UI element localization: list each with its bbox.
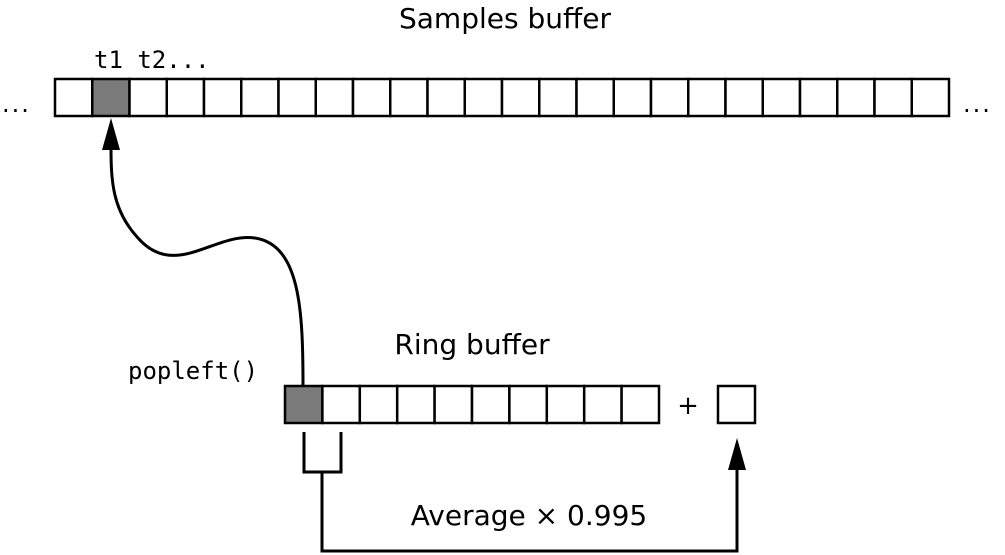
ring-buffer-cell-9 <box>582 384 623 425</box>
samples-buffer-cell-3 <box>128 77 168 118</box>
popleft-label: popleft() <box>128 357 258 385</box>
time-labels: t1 t2... <box>94 46 210 74</box>
popleft-arrow-curve <box>109 145 305 387</box>
samples-buffer-cell-21 <box>798 77 839 118</box>
average-arrowhead <box>728 438 746 470</box>
samples-buffer-cell-17 <box>649 77 690 118</box>
samples-buffer-cell-11 <box>426 77 466 118</box>
samples-buffer-title: Samples buffer <box>399 2 612 35</box>
samples-buffer-cell-10 <box>389 77 429 118</box>
samples-buffer-cell-4 <box>165 77 206 118</box>
samples-buffer-cell-1 <box>53 77 94 118</box>
samples-buffer-cell-14 <box>538 77 578 118</box>
samples-buffer-cell-8 <box>314 77 355 118</box>
ring-buffer-cell-8 <box>545 384 586 425</box>
plus-sign: + <box>677 391 699 421</box>
samples-buffer-cell-23 <box>873 77 913 118</box>
ring-buffer-cell-4 <box>395 384 436 425</box>
samples-buffer-cell-20 <box>761 77 802 118</box>
samples-buffer-cell-12 <box>463 77 504 118</box>
samples-buffer-cell-2 <box>91 77 131 118</box>
samples-buffer-cell-7 <box>277 77 317 118</box>
ring-buffer-cell-5 <box>433 384 474 425</box>
samples-ellipsis-left: ... <box>2 90 31 118</box>
ring-buffer-cell-10 <box>620 384 661 425</box>
average-label: Average × 0.995 <box>411 499 647 532</box>
samples-buffer-cell-19 <box>724 77 764 118</box>
samples-buffer-cell-15 <box>575 77 615 118</box>
ring-buffer <box>283 384 661 425</box>
result-cell <box>716 384 757 425</box>
samples-buffer-cell-18 <box>687 77 727 118</box>
samples-buffer-cell-16 <box>612 77 653 118</box>
samples-buffer-cell-13 <box>500 77 541 118</box>
ring-buffer-cell-2 <box>321 384 362 425</box>
samples-buffer-cell-24 <box>910 77 951 118</box>
average-bracket <box>302 432 343 474</box>
ring-buffer-cell-1 <box>283 384 324 425</box>
ring-buffer-cell-7 <box>508 384 549 425</box>
popleft-arrowhead <box>102 118 120 150</box>
samples-buffer-cell-5 <box>202 77 243 118</box>
ring-buffer-cell-6 <box>470 384 511 425</box>
samples-buffer-cell-22 <box>836 77 876 118</box>
ring-buffer-title: Ring buffer <box>394 328 550 361</box>
samples-buffer-cell-6 <box>240 77 280 118</box>
samples-buffer-cell-9 <box>351 77 392 118</box>
samples-ellipsis-right: ... <box>963 90 992 118</box>
average-route-line <box>320 470 739 553</box>
samples-buffer <box>53 77 951 118</box>
ring-buffer-cell-3 <box>358 384 399 425</box>
